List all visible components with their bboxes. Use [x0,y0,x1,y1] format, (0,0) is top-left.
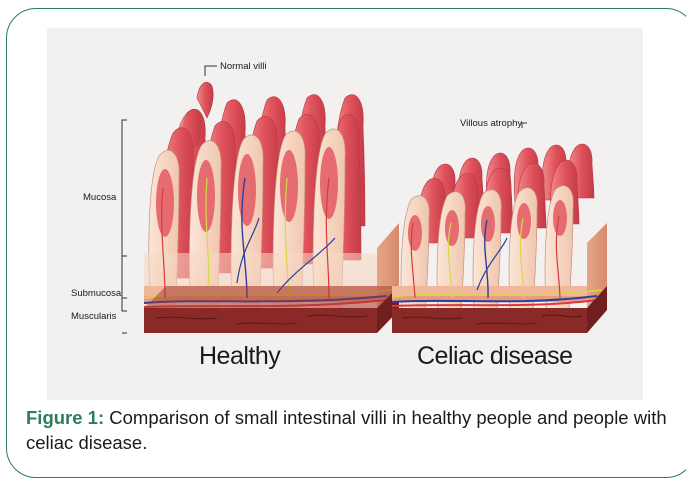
figure-caption: Figure 1: Comparison of small intestinal… [26,405,676,455]
label-normal-villi: Normal villi [220,61,266,72]
figure-number: Figure 1: [26,407,104,428]
label-celiac-disease: Celiac disease [417,342,573,371]
label-muscularis: Muscularis [71,311,116,322]
label-healthy: Healthy [199,342,280,371]
caption-text: Comparison of small intestinal villi in … [26,407,667,453]
healthy-block [144,82,399,333]
label-submucosa: Submucosa [71,288,121,299]
label-mucosa: Mucosa [83,192,116,203]
label-villous-atrophy: Villous atrophy [460,118,522,129]
figure-image: Normal villi Villous atrophy Mucosa Subm… [47,28,643,400]
celiac-block [392,144,607,333]
